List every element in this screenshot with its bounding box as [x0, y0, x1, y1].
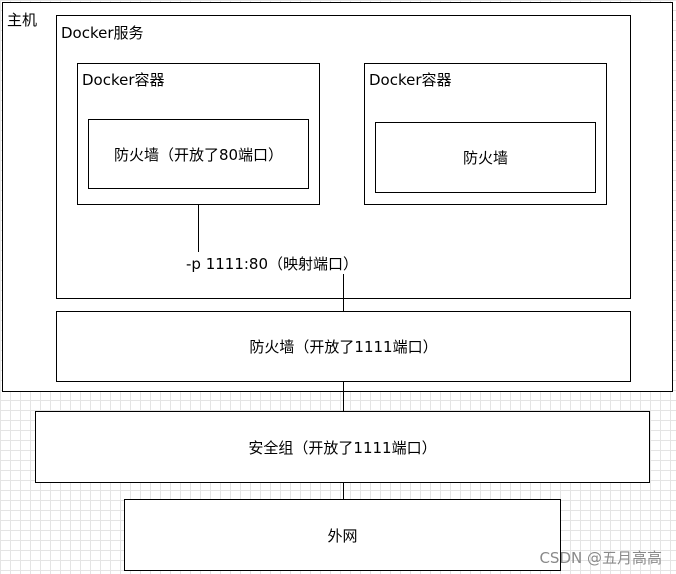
connector-host-firewall-to-security-group [343, 381, 344, 412]
container-left-firewall-label: 防火墙（开放了80端口） [113, 145, 284, 164]
host-firewall-box: 防火墙（开放了1111端口） [56, 311, 631, 382]
internet-label: 外网 [327, 526, 358, 545]
docker-container-left-label: Docker容器 [82, 71, 165, 89]
host-label: 主机 [7, 11, 38, 29]
container-right-firewall: 防火墙 [375, 122, 596, 193]
internet-box: 外网 [124, 499, 561, 571]
connector-mapping-to-host-firewall [343, 273, 344, 312]
host-firewall-label: 防火墙（开放了1111端口） [249, 338, 438, 356]
docker-service-label: Docker服务 [61, 24, 144, 42]
security-group-box: 安全组（开放了1111端口） [35, 411, 650, 483]
docker-container-right-label: Docker容器 [369, 71, 452, 89]
security-group-label: 安全组（开放了1111端口） [248, 438, 437, 457]
connector-container-to-mapping [198, 205, 199, 252]
connector-security-group-to-internet [343, 483, 344, 500]
container-left-firewall: 防火墙（开放了80端口） [88, 119, 309, 189]
container-right-firewall-label: 防火墙 [462, 149, 508, 167]
watermark: CSDN @五月高高 [539, 549, 662, 567]
port-mapping-label: -p 1111:80（映射端口） [186, 253, 359, 274]
